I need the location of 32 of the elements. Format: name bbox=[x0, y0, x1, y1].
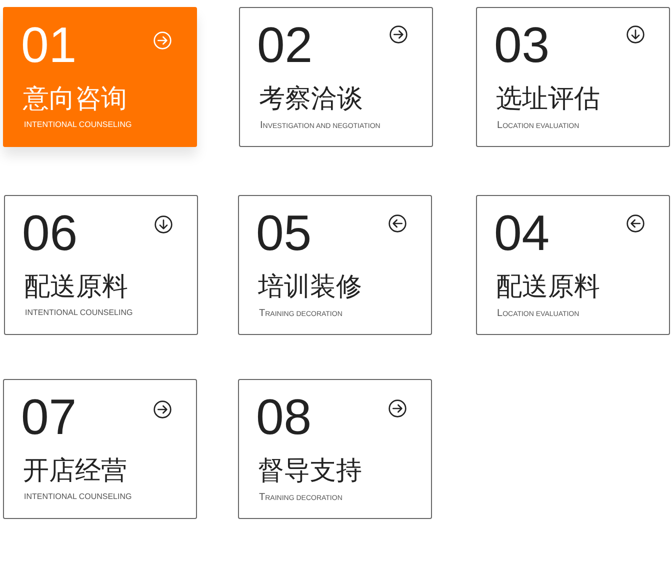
step-title: 培训装修 bbox=[258, 274, 362, 300]
step-subtitle: LOCATION EVALUATION bbox=[497, 121, 580, 131]
step-subtitle: INTENTIONAL COUNSELING bbox=[24, 121, 132, 129]
step-card bbox=[3, 7, 197, 147]
step-card bbox=[476, 195, 670, 335]
step-subtitle: LOCATION EVALUATION bbox=[497, 309, 580, 319]
step-title: 考察洽谈 bbox=[259, 86, 363, 112]
step-card bbox=[476, 7, 670, 147]
step-card bbox=[239, 7, 433, 147]
step-title: 选址评估 bbox=[496, 86, 600, 112]
step-title: 督导支持 bbox=[258, 458, 362, 484]
step-number: 01 bbox=[21, 20, 77, 70]
step-number: 04 bbox=[494, 208, 550, 258]
step-card bbox=[238, 379, 432, 519]
step-subtitle: INTENTIONAL COUNSELING bbox=[24, 493, 132, 501]
step-number: 02 bbox=[257, 20, 313, 70]
step-title: 配送原料 bbox=[24, 274, 128, 300]
step-subtitle: INVESTIGATION AND NEGOTIATION bbox=[260, 121, 380, 131]
step-subtitle: INTENTIONAL COUNSELING bbox=[25, 309, 133, 317]
step-title: 配送原料 bbox=[496, 274, 600, 300]
step-title: 开店经营 bbox=[23, 458, 127, 484]
step-number: 07 bbox=[21, 392, 77, 442]
step-number: 05 bbox=[256, 208, 312, 258]
step-subtitle: TRAINING DECORATION bbox=[259, 493, 342, 503]
step-title: 意向咨询 bbox=[23, 86, 127, 112]
step-card bbox=[238, 195, 432, 335]
step-number: 08 bbox=[256, 392, 312, 442]
step-card bbox=[4, 195, 198, 335]
step-number: 06 bbox=[22, 208, 78, 258]
step-number: 03 bbox=[494, 20, 550, 70]
step-card bbox=[3, 379, 197, 519]
step-subtitle: TRAINING DECORATION bbox=[259, 309, 342, 319]
